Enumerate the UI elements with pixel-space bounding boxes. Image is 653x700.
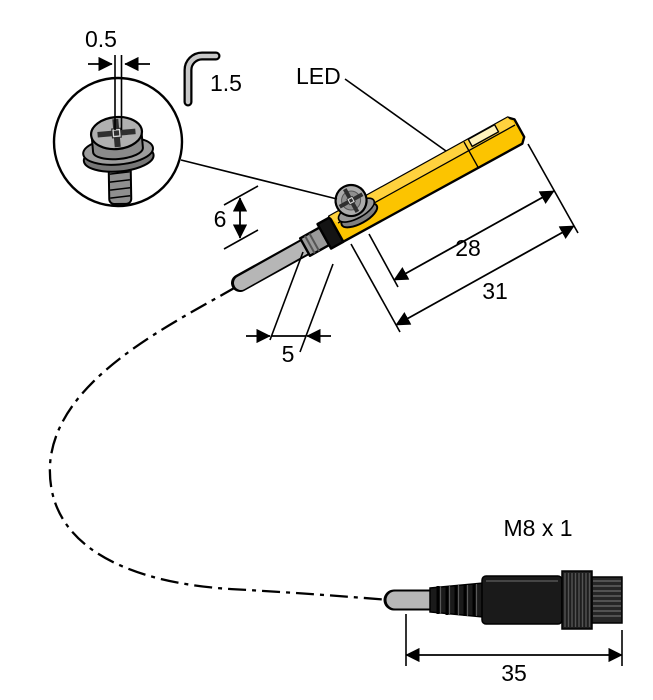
strain-relief-ribs [436,584,476,616]
dimension-31: 31 [350,225,575,333]
rib-highlights [439,584,478,616]
gland-thread-line [304,235,316,254]
body-seam-line [463,141,480,169]
dim-6-label: 6 [214,206,227,232]
cable-curve [48,286,391,602]
led-callout: LED [296,63,447,152]
dim-31-label: 31 [482,278,508,304]
knurl-lines [564,573,591,627]
led-window [467,123,500,148]
thread-line [110,195,131,199]
dimension-slot-width: 0.5 [85,26,150,130]
dim-slot-width-label: 0.5 [85,26,117,52]
detail-screw [82,115,155,206]
dimension-35: 35 [405,614,623,686]
thread-line [110,187,131,191]
dim-35-label: 35 [501,660,527,686]
hex-key-size-label: 1.5 [210,70,242,96]
gland-thread-line [308,233,320,252]
sensor-assembly [231,116,526,292]
body-top-facet [329,117,516,224]
thread-line [109,179,131,183]
phillips-cross-icon [338,188,364,213]
dim-28-label: 28 [455,235,481,261]
thread-lines [593,580,621,617]
connector-thread-label: M8 x 1 [503,515,572,541]
knurl-ring [561,570,593,630]
dimension-6: 6 [214,185,259,250]
led-leader-line [344,78,447,152]
connector-barrel [481,575,563,625]
mounting-screw [334,183,379,229]
m8-connector: M8 x 1 [383,515,623,630]
led-label: LED [296,63,341,89]
detail-leader-line [180,159,338,200]
dim-5-label: 5 [282,341,295,367]
hex-key-icon [183,51,221,107]
thread-line [109,171,130,175]
detail-callout: 0.5 1.5 [52,26,338,208]
sensor-cable [231,238,314,292]
dimension-5: 5 [246,251,334,367]
